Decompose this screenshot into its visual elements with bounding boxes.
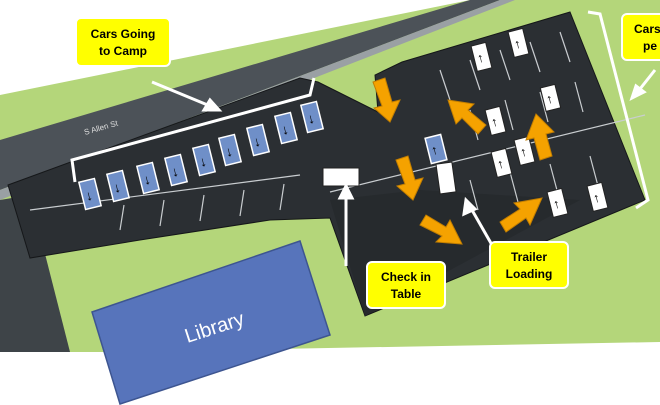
- car-icon: [546, 187, 569, 218]
- trailer-car-arrows: ↑ ↑ ↑ ↑ ↑ ↑ ↑ ↑: [475, 36, 601, 212]
- svg-text:Trailer: Trailer: [511, 250, 547, 264]
- car-icon: [163, 153, 189, 187]
- svg-text:Check in: Check in: [381, 270, 431, 284]
- car-icon: [299, 100, 325, 134]
- up-arrow-icon: ↑: [512, 36, 522, 52]
- car-icon: [273, 111, 299, 145]
- down-arrow-icon: ↓: [141, 171, 152, 188]
- car-icon: [470, 41, 493, 72]
- arrow-down-right-icon: [419, 214, 463, 245]
- svg-text:pe: pe: [643, 39, 657, 53]
- down-arrow-icon: ↓: [223, 143, 234, 160]
- car-icon: [105, 169, 131, 203]
- svg-text:Cars Going: Cars Going: [91, 27, 156, 41]
- car-icon: [490, 147, 513, 178]
- arrow-up-left-icon: [447, 99, 487, 135]
- label-cars-going-to-camp: Cars Going to Camp: [75, 17, 171, 67]
- trailer-icon: [435, 161, 457, 195]
- car-icon: [539, 83, 562, 112]
- side-road: [0, 195, 70, 352]
- svg-text:Cars: Cars: [634, 22, 660, 36]
- arrow-up-icon: [525, 113, 555, 161]
- label-check-in-table: Check in Table: [366, 261, 446, 309]
- car-icon: [507, 27, 530, 58]
- car-icon: [217, 133, 243, 167]
- up-arrow-icon: ↑: [518, 144, 528, 160]
- camp-car-arrows: ↓ ↓ ↓ ↓ ↓ ↓ ↓ ↓ ↓ ↑: [83, 110, 439, 204]
- up-arrow-icon: ↑: [551, 196, 561, 212]
- down-arrow-icon: ↓: [305, 110, 316, 127]
- down-arrow-icon: ↓: [279, 121, 290, 138]
- arrow-down-icon: [395, 155, 424, 201]
- down-arrow-icon: ↓: [251, 133, 262, 150]
- up-arrow-icon: ↑: [429, 142, 439, 158]
- car-icon: [245, 123, 271, 157]
- arrow-up-right-icon: [499, 197, 543, 233]
- camp-car-row: [77, 100, 448, 211]
- up-arrow-icon: ↑: [489, 114, 499, 130]
- up-arrow-icon: ↑: [495, 156, 505, 172]
- svg-text:to Camp: to Camp: [99, 44, 147, 58]
- svg-text:Table: Table: [391, 287, 422, 301]
- car-icon: [484, 105, 507, 136]
- up-arrow-icon: ↑: [475, 50, 485, 66]
- arrow-down-icon: [372, 77, 401, 123]
- car-icon: [513, 135, 536, 166]
- down-arrow-icon: ↓: [169, 163, 180, 180]
- down-arrow-icon: ↓: [111, 179, 122, 196]
- label-trailer-loading: Trailer Loading: [489, 241, 569, 289]
- traffic-arrows: [372, 77, 555, 245]
- label-cars-right-partial: Cars pe: [621, 13, 660, 61]
- car-icon: [135, 161, 161, 195]
- up-arrow-icon: ↑: [591, 190, 601, 206]
- lot-markings: [29, 31, 646, 231]
- up-arrow-icon: ↑: [544, 91, 554, 107]
- car-icon: [191, 143, 217, 177]
- car-icon: [424, 133, 448, 165]
- down-arrow-icon: ↓: [197, 153, 208, 170]
- trailer-car-group: [435, 27, 609, 218]
- library-building: Library: [91, 240, 331, 405]
- car-icon: [586, 181, 609, 212]
- check-in-table: [322, 167, 360, 187]
- down-arrow-icon: ↓: [83, 187, 94, 204]
- car-icon: [77, 177, 103, 211]
- svg-text:Loading: Loading: [506, 267, 553, 281]
- callout-lines: [70, 10, 657, 266]
